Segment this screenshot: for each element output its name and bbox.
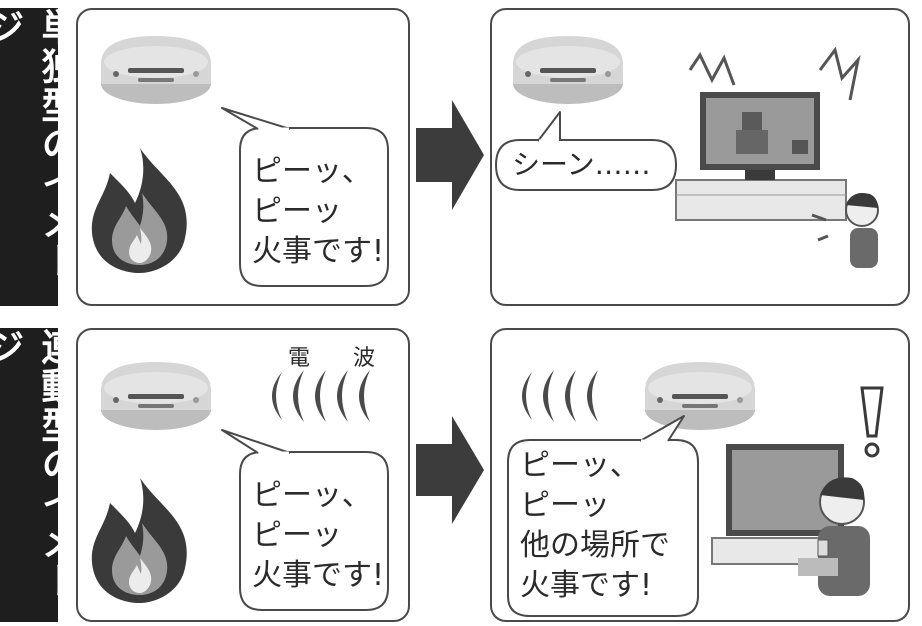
television-icon (675, 46, 861, 221)
radio-label: 電 波 (288, 346, 393, 371)
bubble-text-line: ピーッ、 (252, 478, 372, 513)
speech-bubble (494, 139, 678, 191)
smoke-detector-icon (513, 36, 623, 104)
bubble-text-line: ピーッ (520, 488, 610, 523)
smoke-detector-icon (101, 362, 211, 430)
radio-wave-icon (522, 370, 598, 422)
child-icon (798, 477, 870, 596)
exclamation-icon (860, 386, 884, 458)
child-icon (811, 193, 879, 268)
bubble-text-line: ピーッ、 (252, 154, 372, 189)
bubble-text-line: ピーッ、 (520, 448, 640, 483)
smoke-detector-icon (645, 362, 755, 430)
bubble-text-line: 他の場所で (520, 528, 670, 563)
bubble-text-line: 火事です! (252, 558, 385, 593)
bubble-text-line: シーン…… (512, 148, 651, 181)
fire-icon (91, 148, 187, 273)
bubble-text-line: 火事です! (252, 234, 385, 269)
arrow-icon (416, 416, 484, 524)
arrow-icon (416, 100, 484, 210)
speech-bubble (239, 451, 389, 611)
radio-wave-icon (272, 370, 370, 422)
television-icon (711, 444, 844, 565)
fire-icon (91, 478, 187, 603)
bubble-text-line: 火事です! (520, 568, 653, 603)
speech-bubble (507, 439, 699, 617)
bubble-text-line: ピーッ (252, 518, 342, 553)
smoke-detector-icon (101, 36, 211, 104)
bubble-text-line: ピーッ (252, 194, 342, 229)
speech-bubble (239, 127, 389, 287)
